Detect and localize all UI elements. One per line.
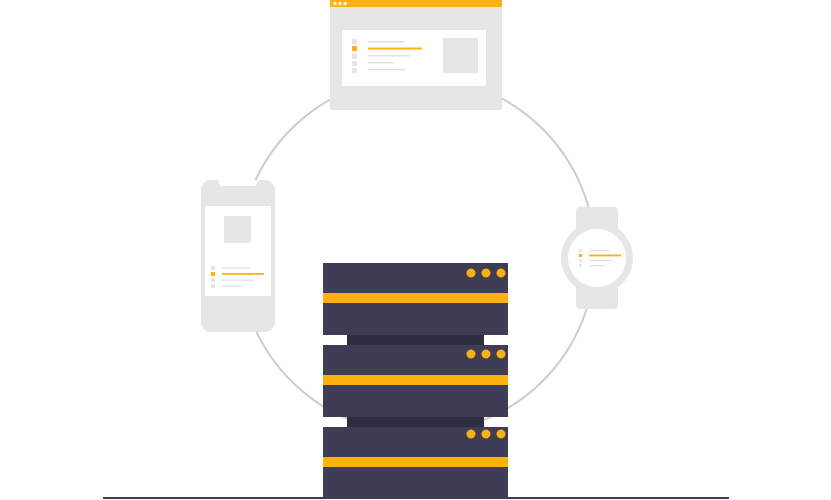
- server-gap: [347, 334, 484, 346]
- phone-notch: [218, 180, 258, 186]
- server-light: [496, 429, 506, 439]
- list-bullet-active: [211, 272, 215, 276]
- list-bullet: [211, 266, 215, 270]
- list-bullet: [352, 54, 357, 59]
- browser-window-icon: [330, 0, 502, 110]
- text-line: [368, 55, 410, 57]
- list-bullet-active: [579, 254, 582, 257]
- server-light: [481, 349, 491, 359]
- browser-dot: [343, 1, 347, 6]
- smartphone-icon: [201, 180, 275, 332]
- text-line-highlight: [368, 47, 422, 50]
- server-light: [481, 268, 491, 278]
- server-stripe: [323, 293, 508, 303]
- list-bullet-active: [352, 46, 357, 51]
- browser-dot: [338, 1, 342, 6]
- watch-face: [568, 229, 626, 287]
- list-bullet: [352, 39, 357, 44]
- text-line: [222, 279, 254, 281]
- text-line-highlight: [222, 273, 264, 275]
- list-bullet: [579, 264, 582, 267]
- text-line: [589, 260, 613, 262]
- server-gap: [347, 416, 484, 428]
- list-bullet: [211, 278, 215, 282]
- text-line: [368, 69, 405, 71]
- browser-dot: [333, 1, 337, 6]
- text-line: [589, 250, 609, 252]
- server-light: [466, 268, 476, 278]
- image-placeholder: [224, 216, 251, 243]
- image-placeholder: [443, 38, 478, 73]
- list-bullet: [352, 61, 357, 66]
- server-stripe: [323, 375, 508, 385]
- list-bullet: [579, 259, 582, 262]
- server-icon: [323, 263, 508, 498]
- list-bullet: [211, 284, 215, 288]
- server-light: [496, 268, 506, 278]
- text-line: [368, 41, 404, 43]
- list-bullet: [352, 68, 357, 73]
- server-light: [466, 349, 476, 359]
- text-line: [222, 267, 250, 269]
- server-light: [466, 429, 476, 439]
- text-line: [368, 62, 393, 64]
- smartwatch-icon: [561, 207, 633, 309]
- browser-title-bar: [330, 0, 502, 7]
- text-line: [589, 265, 604, 267]
- server-light: [481, 429, 491, 439]
- text-line: [222, 285, 242, 287]
- list-bullet: [579, 249, 582, 252]
- text-line-highlight: [589, 254, 621, 257]
- server-stripe: [323, 457, 508, 467]
- server-light: [496, 349, 506, 359]
